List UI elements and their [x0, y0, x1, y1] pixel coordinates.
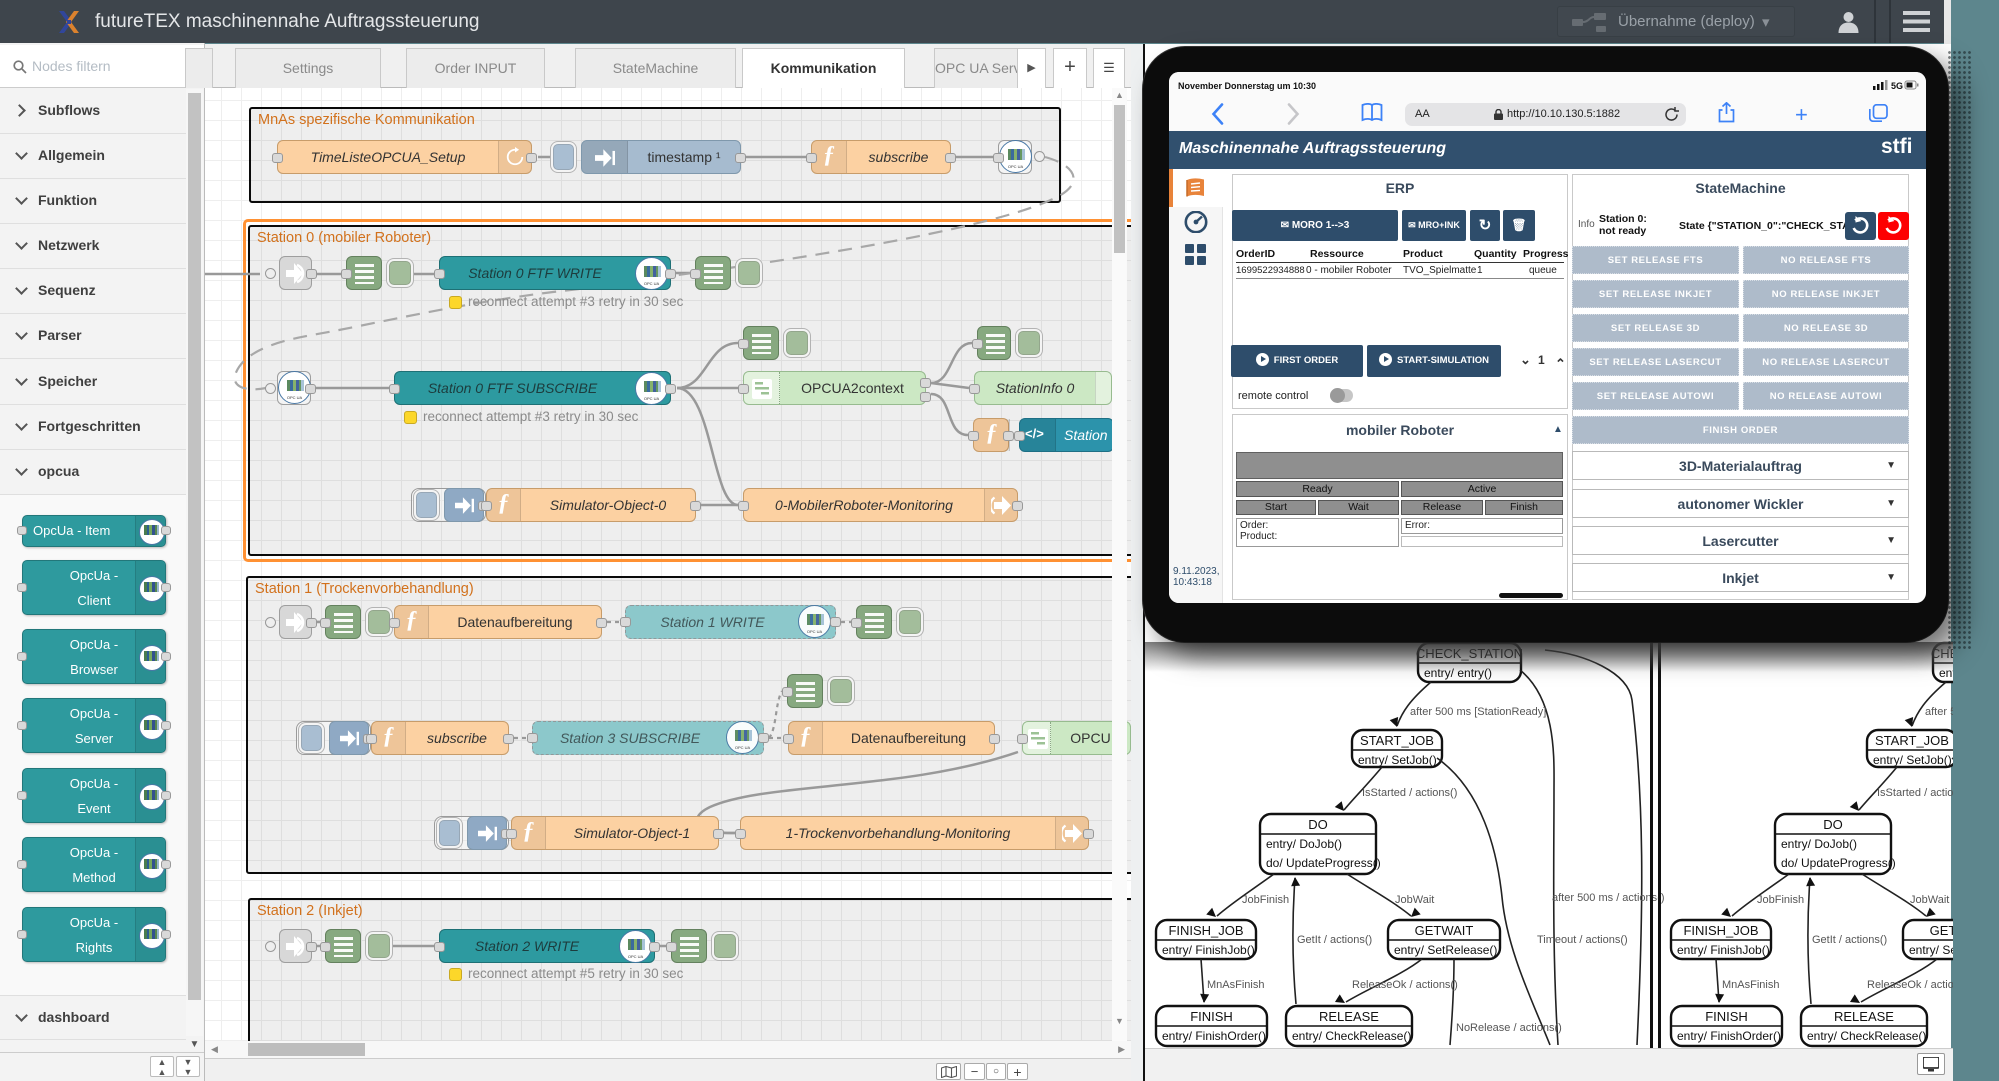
svg-text:entry/ SetJob(): entry/ SetJob() — [1358, 753, 1437, 767]
svg-text:entry/ CheckRelease(): entry/ CheckRelease() — [1807, 1029, 1926, 1043]
svg-text:IsStarted / actions(): IsStarted / actions() — [1877, 787, 1953, 799]
svg-text:entry/ FinishJob(): entry/ FinishJob() — [1162, 943, 1255, 957]
svg-text:Timeout / actions(): Timeout / actions() — [1537, 934, 1628, 946]
svg-text:after 500 ms [StationReady]: after 500 ms [StationReady] — [1410, 706, 1546, 718]
svg-text:JobFinish: JobFinish — [1242, 894, 1289, 906]
svg-text:DO: DO — [1823, 817, 1843, 832]
svg-text:5G: 5G — [1891, 81, 1903, 90]
svg-text:entry/ SetJob(): entry/ SetJob() — [1873, 753, 1952, 767]
svg-text:START_JOB: START_JOB — [1360, 733, 1434, 748]
svg-text:ReleaseOk / actions(): ReleaseOk / actions() — [1352, 979, 1458, 991]
svg-text:FINISH: FINISH — [1190, 1009, 1233, 1024]
svg-text:GetIt / actions(): GetIt / actions() — [1297, 934, 1372, 946]
svg-text:entry/ SetRelease(): entry/ SetRelease() — [1394, 943, 1497, 957]
svg-text:JobWait: JobWait — [1395, 894, 1434, 906]
svg-text:MnAsFinish: MnAsFinish — [1722, 979, 1779, 991]
svg-text:after 500 ms / actions(): after 500 ms / actions() — [1552, 892, 1665, 904]
svg-text:entry/ FinishOrder(): entry/ FinishOrder() — [1677, 1029, 1781, 1043]
svg-text:RELEASE: RELEASE — [1319, 1009, 1379, 1024]
svg-text:RELEASE: RELEASE — [1834, 1009, 1894, 1024]
svg-text:entry/ FinishJob(): entry/ FinishJob() — [1677, 943, 1770, 957]
svg-text:do/ UpdateProgress(): do/ UpdateProgress() — [1266, 856, 1381, 870]
svg-text:DO: DO — [1308, 817, 1328, 832]
svg-text:JobFinish: JobFinish — [1757, 894, 1804, 906]
svg-text:IsStarted / actions(): IsStarted / actions() — [1362, 787, 1457, 799]
svg-text:GetIt / actions(): GetIt / actions() — [1812, 934, 1887, 946]
svg-text:entry/ DoJob(): entry/ DoJob() — [1266, 837, 1342, 851]
svg-text:entry/ CheckRelease(): entry/ CheckRelease() — [1292, 1029, 1411, 1043]
svg-text:ReleaseOk / actions(): ReleaseOk / actions() — [1867, 979, 1953, 991]
svg-text:entry/ DoJob(): entry/ DoJob() — [1781, 837, 1857, 851]
svg-text:JobWait: JobWait — [1910, 894, 1949, 906]
svg-text:FINISH: FINISH — [1705, 1009, 1748, 1024]
svg-text:entry/ FinishOrder(): entry/ FinishOrder() — [1162, 1029, 1266, 1043]
svg-text:FINISH_JOB: FINISH_JOB — [1168, 923, 1243, 938]
svg-text:NoRelease / actions(): NoRelease / actions() — [1456, 1022, 1562, 1034]
svg-text:after 500 ms [StationReady]: after 500 ms [StationReady] — [1925, 706, 1953, 718]
svg-text:entry/ SetRelease(): entry/ SetRelease() — [1909, 943, 1953, 957]
svg-text:do/ UpdateProgress(): do/ UpdateProgress() — [1781, 856, 1896, 870]
svg-text:GETWAIT: GETWAIT — [1930, 923, 1953, 938]
svg-text:FINISH_JOB: FINISH_JOB — [1683, 923, 1758, 938]
svg-text:MnAsFinish: MnAsFinish — [1207, 979, 1264, 991]
svg-text:GETWAIT: GETWAIT — [1415, 923, 1474, 938]
svg-text:START_JOB: START_JOB — [1875, 733, 1949, 748]
